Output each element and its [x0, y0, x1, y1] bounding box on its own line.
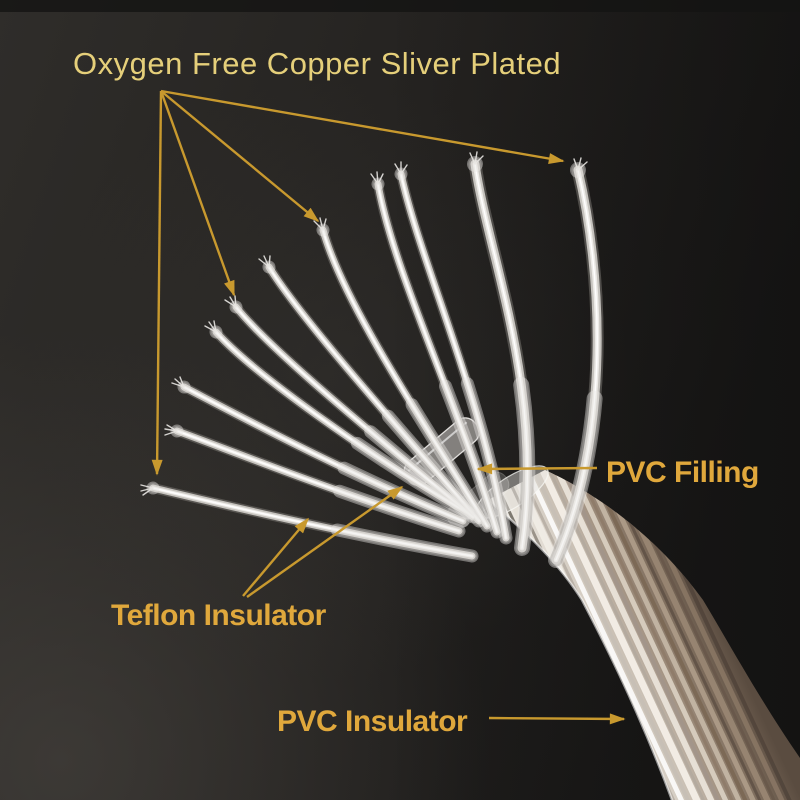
strand-frayed-tips	[140, 151, 588, 496]
arrow-copper-2	[160, 90, 320, 223]
arrow-copper-3	[159, 90, 236, 297]
label-pvc-insulator: PVC Insulator	[277, 705, 468, 738]
arrow-teflon-1	[242, 517, 310, 597]
arrow-pvc-insulator	[488, 713, 626, 725]
label-teflon-insulator: Teflon Insulator	[111, 599, 327, 632]
arrow-teflon-2	[246, 486, 404, 598]
arrow-copper-4	[151, 90, 163, 476]
annotation-arrows	[151, 89, 626, 725]
arrow-copper-1	[160, 89, 565, 164]
arrow-pvc-filling	[476, 463, 598, 475]
label-copper-conductor: Oxygen Free Copper Sliver Plated	[73, 46, 561, 81]
strand-fan	[140, 151, 597, 560]
annotation-labels: Oxygen Free Copper Sliver Plated PVC Fil…	[73, 46, 759, 738]
label-pvc-filling: PVC Filling	[606, 456, 759, 489]
